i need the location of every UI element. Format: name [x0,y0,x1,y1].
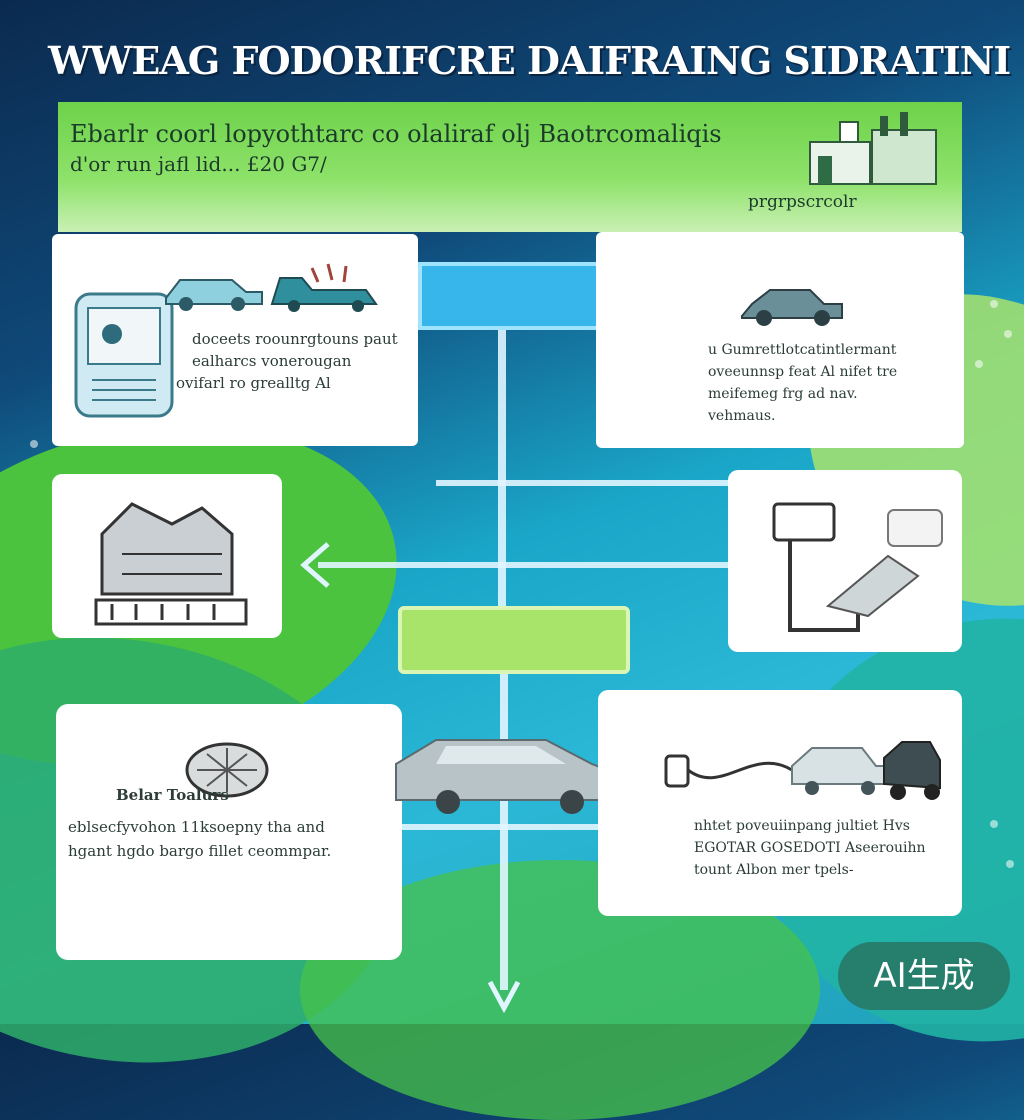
panel-text: hgant hgdo bargo fillet ceommpar. [68,842,332,860]
panel-text: tount Albon mer tpels- [694,862,854,878]
decor-dot [1006,860,1014,868]
panel-top-right: u Gumrettlotcatintlermant oveeunnsp feat… [596,232,964,448]
decor-dot [990,300,998,308]
intro-banner: Ebarlr coorl lopyothtarc co olaliraf olj… [58,102,962,232]
banner-line-1: Ebarlr coorl lopyothtarc co olaliraf olj… [70,120,722,148]
process-step-box [398,606,630,674]
flow-connector [498,322,506,612]
panel-text: u Gumrettlotcatintlermant [708,342,897,358]
banner-line-3: prgrpscrcolr [748,192,857,212]
panel-text: ealharcs vonerougan [192,352,352,370]
car-icon [395,739,619,814]
process-step-box [418,262,616,330]
panel-text: eblsecfyvohon 11ksoepny tha and [68,818,325,836]
arrow-left-icon [300,542,330,588]
flow-connector [396,824,606,830]
panel-bottom-left: Belar Toalurs eblsecfyvohon 11ksoepny th… [56,704,402,960]
panel-text: doceets roounrgtouns paut [192,330,398,348]
factory-icon [809,112,937,185]
banner-line-2: d'or run jafl lid... £20 G7/ [70,152,327,176]
gear-icon [185,742,269,798]
decor-dot [990,820,998,828]
car-icon [741,289,843,326]
decor-dot [1004,330,1012,338]
panel-middle-right [728,470,962,652]
flow-connector [436,480,728,486]
flow-connector [318,562,728,568]
ai-generated-badge: AI生成 [838,942,1010,1010]
engine-icon [94,502,248,626]
ev-charger-icon [664,741,941,800]
panel-title: Belar Toalurs [116,786,229,804]
arrow-down-icon [487,980,521,1014]
panel-text: vehmaus. [708,408,776,424]
dashboard-icon [74,292,174,418]
panel-text: oveeunnsp feat Al nifet tre [708,364,898,380]
panel-text: nhtet poveuiinpang jultiet Hvs [694,818,910,834]
decor-dot [975,360,983,368]
panel-middle-left [52,474,282,638]
headline: WWEAG FODORIFCRE DAIFRAING SIDRATINI [48,38,1011,83]
decor-dot [30,440,38,448]
panel-bottom-right: nhtet poveuiinpang jultiet Hvs EGOTAR GO… [598,690,962,916]
panel-text: meifemeg frg ad nav. [708,386,858,402]
car-icon [165,263,378,312]
panel-text: EGOTAR GOSEDOTI Aseerouihn [694,840,926,856]
pump-icon [772,502,943,632]
panel-text: ovifarl ro grealltg Al [176,374,331,392]
panel-top-left: doceets roounrgtouns paut ealharcs voner… [52,234,418,446]
